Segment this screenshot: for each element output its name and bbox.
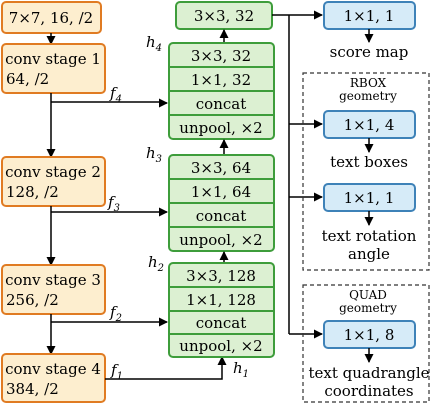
quad-group-frame [302, 284, 430, 403]
h4-label: h4 [146, 33, 162, 54]
h3-label: h3 [146, 144, 162, 165]
coordinates-label: coordinates [324, 382, 413, 400]
h4-row-concat: concat [196, 95, 246, 113]
conv-stage-4-box [1, 353, 106, 403]
conv-stage-3-spec: 256, /2 [6, 291, 59, 309]
h2-row-unpool: unpool, ×2 [179, 337, 262, 355]
backbone-column: 7×7, 16, /2 conv stage 1 64, /2 conv sta… [1, 1, 106, 403]
text-boxes-label: text boxes [330, 153, 408, 171]
conv-stage-1-name: conv stage 1 [5, 50, 101, 68]
input-conv-label: 7×7, 16, /2 [9, 9, 93, 27]
output-connections [272, 10, 323, 339]
h3-row-unpool: unpool, ×2 [179, 231, 262, 249]
rbox-boxes-conv-label: 1×1, 4 [344, 116, 395, 134]
conv-stage-1-box [1, 43, 106, 94]
h4-row-conv1: 1×1, 32 [191, 71, 251, 89]
h3-row-conv3: 3×3, 64 [191, 159, 251, 177]
score-map-label: score map [330, 43, 409, 61]
rbox-group-title: RBOX [350, 76, 387, 90]
text-quadrangle-label: text quadrangle [308, 364, 429, 382]
arrow-f1-to-h1 [105, 356, 227, 380]
h1-label: h1 [233, 359, 249, 380]
quad-group-title: QUAD [349, 288, 387, 302]
merge-block-h2: 3×3, 128 1×1, 128 concat unpool, ×2 h2 [148, 253, 275, 358]
conv-stage-2-name: conv stage 2 [5, 163, 101, 181]
merge-block-h3: 3×3, 64 1×1, 64 concat unpool, ×2 h3 [146, 144, 275, 252]
h2-row-conv3: 3×3, 128 [186, 267, 256, 285]
h2-row-conv1: 1×1, 128 [186, 291, 256, 309]
merge-block-h4: 3×3, 32 1×1, 32 concat unpool, ×2 h4 [146, 33, 275, 140]
rbox-group-subtitle: geometry [339, 89, 397, 103]
arrow-f4 [51, 98, 168, 108]
quad-conv-label: 1×1, 8 [344, 326, 395, 344]
f2-label: f2 [109, 303, 122, 324]
conv-stage-3-box [1, 264, 106, 315]
score-conv-label: 1×1, 1 [344, 7, 395, 25]
conv-stage-2-spec: 128, /2 [6, 183, 59, 201]
rbox-group-frame [302, 72, 430, 271]
quad-group-subtitle: geometry [339, 301, 397, 315]
merge-column: 3×3, 32 3×3, 32 1×1, 32 concat unpool, ×… [146, 1, 275, 358]
h2-label: h2 [148, 253, 164, 274]
h4-row-conv3: 3×3, 32 [191, 47, 251, 65]
h3-row-conv1: 1×1, 64 [191, 183, 251, 201]
angle-label: angle [348, 245, 390, 263]
text-rotation-label: text rotation [322, 227, 417, 245]
f3-label: f3 [107, 193, 120, 214]
rbox-angle-conv-label: 1×1, 1 [344, 189, 395, 207]
conv-stage-4-name: conv stage 4 [5, 360, 101, 378]
conv-stage-4-spec: 384, /2 [6, 380, 59, 398]
output-heads: 1×1, 1 score map RBOX geometry 1×1, 4 te… [302, 1, 430, 403]
feature-connections: f4 f3 f2 f1 h1 [51, 84, 249, 382]
conv-stage-3-name: conv stage 3 [5, 271, 101, 289]
conv-stage-1-spec: 64, /2 [6, 70, 49, 88]
conv-stage-2-box [1, 156, 106, 207]
h2-row-concat: concat [196, 314, 246, 332]
f4-label: f4 [109, 84, 122, 105]
h3-row-concat: concat [196, 207, 246, 225]
f1-label: f1 [110, 361, 123, 382]
h4-row-unpool: unpool, ×2 [179, 119, 262, 137]
top-conv-label: 3×3, 32 [194, 7, 254, 25]
